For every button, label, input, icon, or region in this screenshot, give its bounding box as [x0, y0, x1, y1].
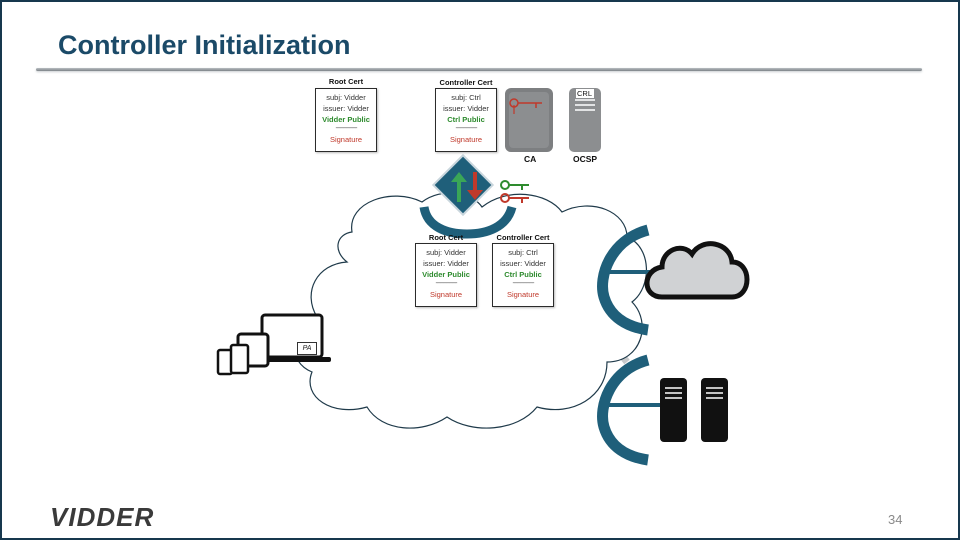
top-controller-cert-title: Controller Cert [439, 78, 493, 87]
crl-label: CRL [577, 89, 593, 98]
cert-issuer: issuer: Vidder [500, 259, 546, 268]
cert-divider: -------------- [335, 123, 358, 132]
page-number: 34 [888, 512, 903, 527]
ocsp-server-icon [569, 88, 601, 152]
cert-signature: Signature [506, 290, 540, 299]
controller-c-shape [419, 205, 517, 239]
cert-divider: -------------- [455, 123, 478, 132]
title-divider [36, 68, 922, 71]
cert-signature: Signature [329, 135, 363, 144]
cert-subject: subj: Ctrl [451, 93, 481, 102]
cert-public-key: Vidder Public [422, 270, 470, 279]
ca-label: CA [524, 154, 537, 164]
network-cloud [293, 192, 647, 429]
key-pair-icon [500, 180, 529, 203]
cert-subject: subj: Vidder [426, 248, 466, 257]
vidder-logo: VIDDER [50, 502, 155, 532]
cert-signature: Signature [429, 290, 463, 299]
cert-signature: Signature [449, 135, 483, 144]
cert-subject: subj: Ctrl [508, 248, 538, 257]
cert-divider: -------------- [512, 278, 535, 287]
cert-issuer: issuer: Vidder [423, 259, 469, 268]
cloud-root-cert-title: Root Cert [428, 233, 464, 242]
pa-label: PA [297, 342, 317, 355]
ocsp-label: OCSP [573, 154, 598, 164]
slide-title: Controller Initialization [58, 30, 351, 60]
cert-divider: -------------- [435, 278, 458, 287]
top-root-cert: subj: Vidder issuer: Vidder Vidder Publi… [315, 88, 377, 152]
gateway-cloud-shape [597, 224, 650, 336]
internal-server-2-icon [701, 378, 728, 442]
cert-issuer: issuer: Vidder [443, 104, 489, 113]
cert-subject: subj: Vidder [326, 93, 366, 102]
top-root-cert-title: Root Cert [328, 77, 364, 86]
external-cloud-icon [644, 241, 750, 300]
controller-icon [431, 153, 495, 217]
cloud-controller-cert-title: Controller Cert [496, 233, 550, 242]
cert-issuer: issuer: Vidder [323, 104, 369, 113]
cloud-controller-cert: subj: Ctrl issuer: Vidder Ctrl Public --… [492, 243, 554, 307]
ca-server-icon [505, 88, 553, 152]
cert-public-key: Vidder Public [322, 115, 370, 124]
internal-server-1-icon [660, 378, 687, 442]
cert-public-key: Ctrl Public [447, 115, 485, 124]
cert-public-key: Ctrl Public [504, 270, 542, 279]
top-controller-cert: subj: Ctrl issuer: Vidder Ctrl Public --… [435, 88, 497, 152]
gateway-server-shape [597, 354, 662, 466]
cloud-root-cert: subj: Vidder issuer: Vidder Vidder Publi… [415, 243, 477, 307]
